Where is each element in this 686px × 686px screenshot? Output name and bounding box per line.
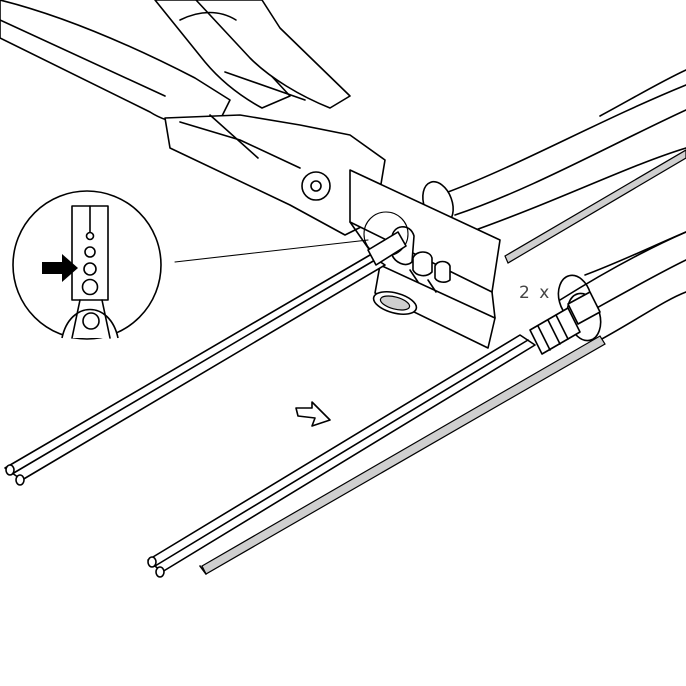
lower-cable-bundle: [529, 231, 686, 355]
lower-wires: [147, 334, 606, 578]
callout-leader: [174, 239, 369, 263]
upper-cable-bundle: [422, 69, 686, 264]
crimping-pliers: [0, 0, 501, 349]
multiplier-label: 2 x: [519, 283, 552, 303]
outline-arrow-down-right-icon: [295, 401, 331, 427]
detail-inset: [12, 190, 162, 340]
cable-in-pliers: [4, 231, 407, 486]
arrow-right-icon: [42, 254, 78, 282]
